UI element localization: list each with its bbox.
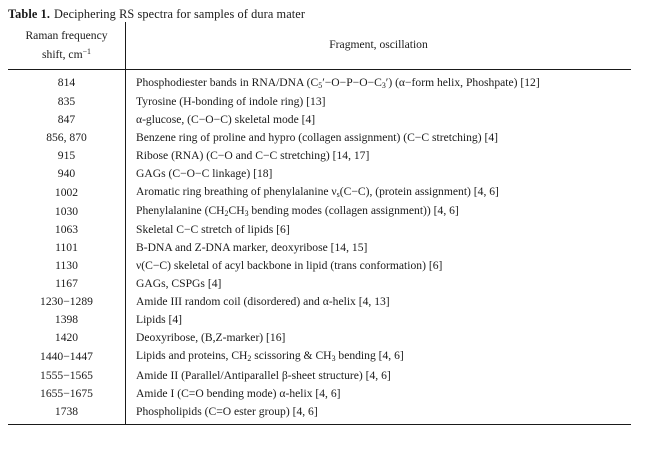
table-row: 1063 Skeletal C−C stretch of lipids [6] <box>8 221 631 240</box>
cell-fragment-oscillation: Amide I (C=O bending mode) α-helix [4, 6… <box>136 386 341 400</box>
cell-fragment-oscillation: Aromatic ring breathing of phenylalanine… <box>136 184 499 200</box>
cell-fragment-oscillation: GAGs, CSPGs [4] <box>136 277 222 291</box>
table-row: 1655−1675 Amide I (C=O bending mode) α-he… <box>8 384 631 403</box>
table-row: 1030 Phenylalanine (CH2CH3 bending modes … <box>8 202 631 222</box>
column-header-line1: Raman frequency <box>25 29 108 42</box>
cell-raman-shift: 940 <box>8 164 126 183</box>
cell-raman-shift: 1230−1289 <box>8 293 126 312</box>
cell-fragment-oscillation: Deoxyribose, (B,Z-marker) [16] <box>136 331 286 345</box>
cell-raman-shift: 1738 <box>8 402 126 425</box>
table-row: 835 Tyrosine (H-bonding of indole ring) [… <box>8 92 631 111</box>
table-row: 1101 B-DNA and Z-DNA marker, deoxyribose … <box>8 239 631 258</box>
table-row: 856, 870 Benzene ring of proline and hypr… <box>8 128 631 147</box>
cell-raman-shift: 814 <box>8 69 126 93</box>
cell-fragment-oscillation: α-glucose, (C−O−C) skeletal mode [4] <box>136 112 316 126</box>
table-caption: Table 1.Deciphering RS spectra for sampl… <box>8 7 657 22</box>
table-row: 1167 GAGs, CSPGs [4] <box>8 275 631 294</box>
table-foot <box>8 423 631 425</box>
cell-fragment-oscillation: Benzene ring of proline and hypro (colla… <box>136 130 498 144</box>
raman-spectra-table: Raman frequency shift, cm−1 Fragment, os… <box>8 22 631 425</box>
table-header-row: Raman frequency shift, cm−1 Fragment, os… <box>8 22 631 70</box>
cell-fragment-oscillation: Phenylalanine (CH2CH3 bending modes (col… <box>136 204 459 219</box>
cell-raman-shift: 1030 <box>8 202 126 222</box>
table-bottom-rule <box>8 423 631 425</box>
cell-fragment-oscillation: ν(C−C) skeletal of acyl backbone in lipi… <box>136 259 443 273</box>
cell-fragment-oscillation: GAGs (C−O−C linkage) [18] <box>136 166 273 180</box>
cell-fragment-oscillation: Skeletal C−C stretch of lipids [6] <box>136 223 290 237</box>
table-row: 1440−1447 Lipids and proteins, CH2 scisso… <box>8 347 631 367</box>
table-row: 940 GAGs (C−O−C linkage) [18] <box>8 164 631 183</box>
cell-raman-shift: 856, 870 <box>8 128 126 147</box>
cell-fragment-oscillation: B-DNA and Z-DNA marker, deoxyribose [14,… <box>136 241 368 255</box>
cell-raman-shift: 1398 <box>8 311 126 330</box>
bottom-rule-cell <box>8 423 631 425</box>
column-header-line2: shift, cm−1 <box>12 44 121 62</box>
table-row: 847 α-glucose, (C−O−C) skeletal mode [4] <box>8 110 631 129</box>
cell-raman-shift: 1101 <box>8 239 126 258</box>
cell-raman-shift: 835 <box>8 92 126 111</box>
table-row: 1420 Deoxyribose, (B,Z-marker) [16] <box>8 329 631 348</box>
cell-fragment-oscillation: Amide III random coil (disordered) and α… <box>136 295 390 309</box>
table-body: 814 Phosphodiester bands in RNA/DNA (C5′−… <box>8 69 631 425</box>
column-header-raman-shift: Raman frequency shift, cm−1 <box>8 22 126 70</box>
cell-raman-shift: 1440−1447 <box>8 347 126 367</box>
cell-fragment-oscillation: Lipids [4] <box>136 313 183 327</box>
cell-raman-shift: 915 <box>8 146 126 165</box>
cell-raman-shift: 1130 <box>8 257 126 276</box>
cell-fragment-oscillation: Tyrosine (H-bonding of indole ring) [13] <box>136 94 326 108</box>
cell-raman-shift: 1655−1675 <box>8 384 126 403</box>
cell-raman-shift: 1167 <box>8 275 126 294</box>
column-header-units-exponent: −1 <box>82 46 91 56</box>
table-row: 1738 Phospholipids (C=O ester group) [4, … <box>8 402 631 425</box>
cell-fragment-oscillation: Phospholipids (C=O ester group) [4, 6] <box>136 404 318 418</box>
cell-raman-shift: 1002 <box>8 182 126 203</box>
table-page: Table 1.Deciphering RS spectra for sampl… <box>0 7 657 456</box>
table-row: 1130 ν(C−C) skeletal of acyl backbone in … <box>8 257 631 276</box>
column-header-fragment: Fragment, oscillation <box>125 22 631 70</box>
cell-fragment-oscillation: Ribose (RNA) (C−O and C−C stretching) [1… <box>136 148 370 162</box>
table-row: 1230−1289 Amide III random coil (disorder… <box>8 293 631 312</box>
cell-raman-shift: 1063 <box>8 221 126 240</box>
table-row: 1002 Aromatic ring breathing of phenylala… <box>8 182 631 203</box>
column-header-units: shift, cm <box>42 47 83 61</box>
table-row: 1398 Lipids [4] <box>8 311 631 330</box>
table-head: Raman frequency shift, cm−1 Fragment, os… <box>8 22 631 70</box>
cell-fragment-oscillation: Amide II (Parallel/Antiparallel β-sheet … <box>136 368 391 382</box>
cell-fragment-oscillation: Lipids and proteins, CH2 scissoring & CH… <box>136 349 404 364</box>
table-row: 915 Ribose (RNA) (C−O and C−C stretching)… <box>8 146 631 165</box>
cell-fragment-oscillation: Phosphodiester bands in RNA/DNA (C5′−O−P… <box>136 75 540 90</box>
cell-raman-shift: 1420 <box>8 329 126 348</box>
cell-raman-shift: 1555−1565 <box>8 366 126 385</box>
table-row: 814 Phosphodiester bands in RNA/DNA (C5′−… <box>8 69 631 93</box>
table-caption-label: Table 1. <box>8 7 51 21</box>
cell-raman-shift: 847 <box>8 110 126 129</box>
table-caption-text: Deciphering RS spectra for samples of du… <box>54 7 306 21</box>
table-row: 1555−1565 Amide II (Parallel/Antiparallel… <box>8 366 631 385</box>
